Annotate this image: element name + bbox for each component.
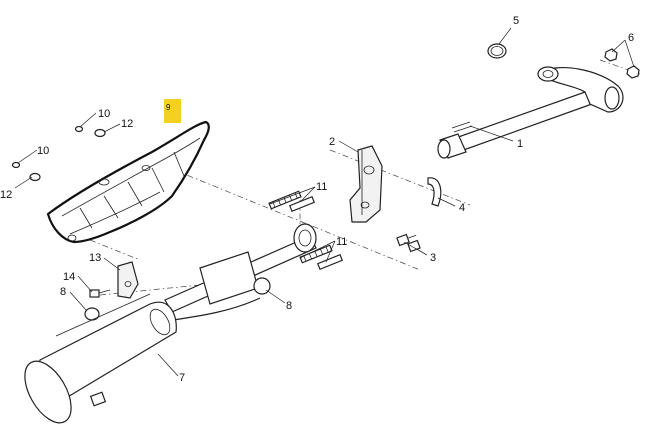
callout-8-left[interactable]: 8 (60, 286, 66, 298)
callout-10-left[interactable]: 10 (37, 145, 49, 157)
leader-lines (14, 27, 635, 377)
callout-6[interactable]: 6 (628, 32, 634, 44)
part-1-front-pipe (437, 66, 624, 159)
callout-7[interactable]: 7 (179, 372, 185, 384)
callout-11-bottom[interactable]: 11 (336, 236, 347, 248)
callout-11-top[interactable]: 11 (316, 181, 327, 193)
callout-8-right[interactable]: 8 (286, 300, 292, 312)
part-2-bracket (349, 145, 383, 223)
part-5-gasket (487, 43, 507, 59)
callout-2[interactable]: 2 (329, 136, 335, 148)
callout-14[interactable]: 14 (63, 271, 75, 283)
callout-12-left[interactable]: 12 (0, 189, 12, 201)
callout-4[interactable]: 4 (459, 202, 465, 214)
callout-3[interactable]: 3 (430, 252, 436, 264)
callout-13[interactable]: 13 (89, 252, 101, 264)
callouts: 1 2 3 4 5 6 7 8 8 10 10 11 11 12 12 13 1… (0, 15, 634, 384)
part-13-bracket (117, 261, 139, 299)
callout-1[interactable]: 1 (517, 138, 523, 150)
callout-12-top[interactable]: 12 (121, 118, 133, 130)
rear-pipe (159, 223, 317, 323)
part-6-nuts (604, 48, 640, 79)
callout-9[interactable]: 9 (166, 103, 171, 112)
callout-9-highlight (164, 99, 181, 123)
callout-10-top[interactable]: 10 (98, 108, 110, 120)
part-4-rubber-hanger (427, 177, 442, 207)
callout-5[interactable]: 5 (513, 15, 519, 27)
part-10-12-shield-fasteners (11, 125, 106, 182)
part-3-bolts (396, 233, 421, 253)
part-7-muffler (24, 293, 177, 424)
part-9-heat-shield (46, 120, 210, 244)
part-14-bolt (89, 289, 111, 298)
